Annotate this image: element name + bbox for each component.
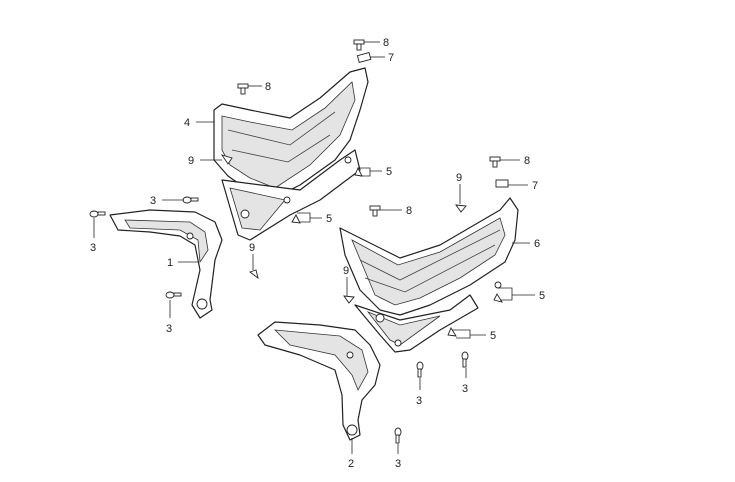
callout-8: 8 [524, 155, 530, 167]
callout-9: 9 [249, 242, 255, 254]
callout-9: 9 [188, 155, 194, 167]
callout-9: 9 [456, 172, 462, 184]
callout-8: 8 [383, 37, 389, 49]
callout-7: 7 [532, 180, 538, 192]
callout-4: 4 [184, 117, 190, 129]
callout-7: 7 [388, 52, 394, 64]
callout-3: 3 [150, 195, 156, 207]
callout-labels: 8 7 8 4 9 5 3 5 3 1 9 9 8 7 8 6 9 5 3 5 … [90, 37, 545, 470]
callout-8: 8 [406, 205, 412, 217]
callout-5: 5 [539, 290, 545, 302]
callout-2: 2 [348, 458, 354, 470]
callout-5: 5 [490, 330, 496, 342]
callout-5: 5 [326, 213, 332, 225]
part-6-inner-bracket [354, 294, 479, 353]
callout-5: 5 [386, 166, 392, 178]
part-2-lower-bracket [257, 321, 381, 441]
part-4-inner-bracket [221, 149, 361, 241]
callout-3: 3 [416, 395, 422, 407]
callout-6: 6 [534, 238, 540, 250]
callout-3: 3 [462, 383, 468, 395]
callout-8: 8 [265, 81, 271, 93]
callout-9: 9 [343, 265, 349, 277]
part-1-left-bracket [109, 209, 223, 319]
callout-3: 3 [90, 242, 96, 254]
callout-3: 3 [166, 323, 172, 335]
part-4-left-side-cover [213, 67, 369, 201]
leader-lines [93, 41, 535, 454]
part-6-right-side-cover [339, 197, 519, 316]
callout-3: 3 [395, 458, 401, 470]
callout-1: 1 [167, 257, 173, 269]
